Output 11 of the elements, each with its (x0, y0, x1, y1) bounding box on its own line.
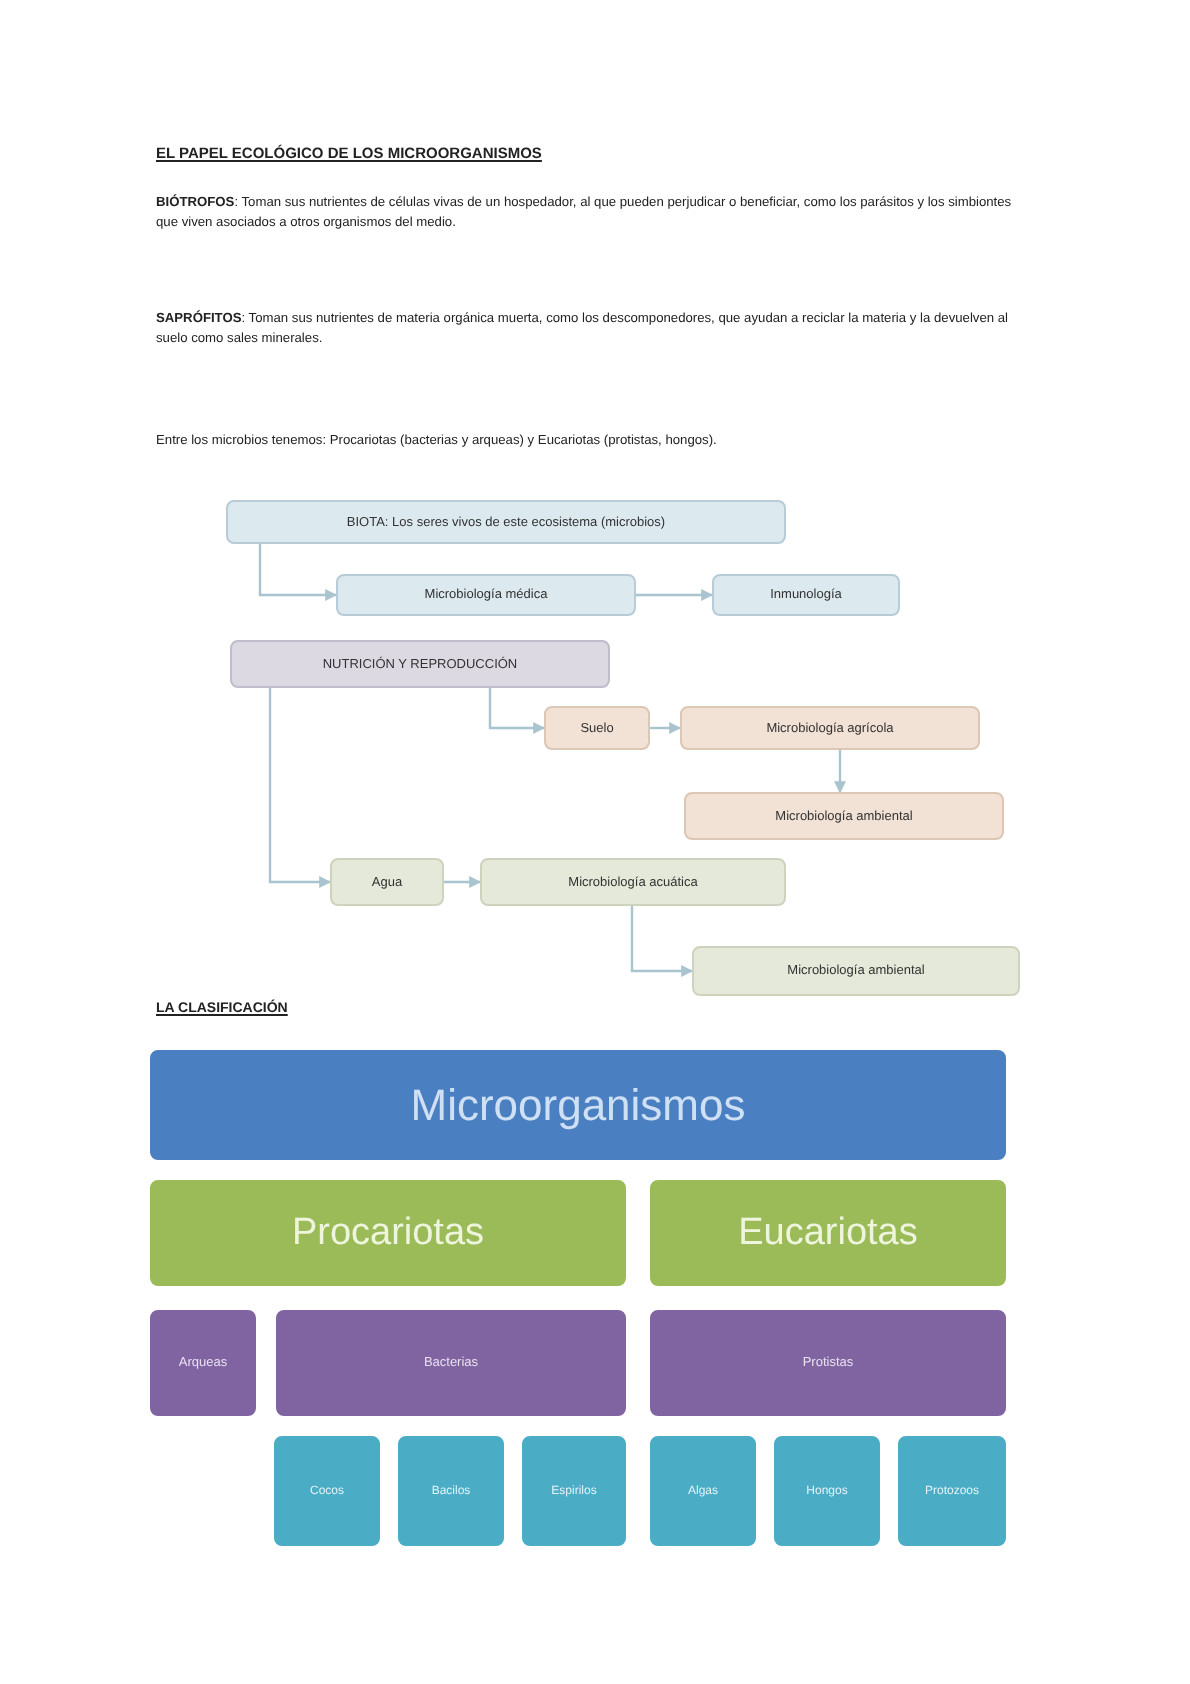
connector-arrow (650, 722, 682, 734)
connector-arrow (488, 688, 546, 734)
connector-arrow (258, 544, 338, 601)
connector-arrow (834, 750, 846, 794)
category-block: Microorganismos (150, 1050, 1006, 1160)
category-block: Procariotas (150, 1180, 626, 1286)
connector-arrow (636, 589, 714, 601)
connector-arrow (444, 876, 482, 888)
connector-arrow (630, 906, 694, 977)
category-block: Eucariotas (650, 1180, 1006, 1286)
connector-arrow (268, 688, 332, 888)
